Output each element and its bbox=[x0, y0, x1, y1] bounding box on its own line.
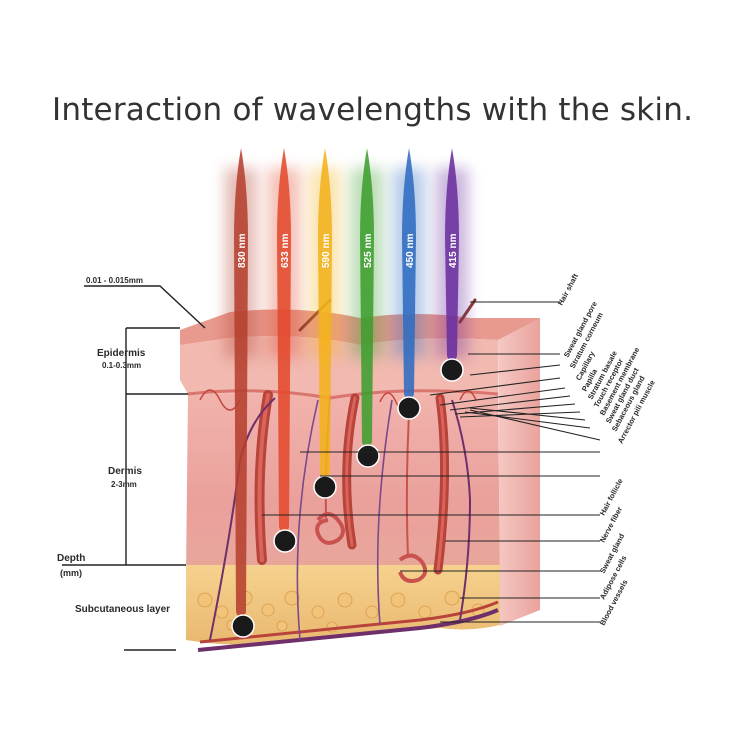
epidermis-label: Epidermis bbox=[97, 348, 146, 359]
beam-label: 830 nm bbox=[237, 233, 248, 268]
blood-vessels bbox=[197, 397, 499, 652]
diagram-title: Interaction of wavelengths with the skin… bbox=[52, 92, 694, 128]
depth-unit: (mm) bbox=[60, 568, 82, 578]
marker-633 bbox=[273, 529, 297, 553]
adipose-cells bbox=[197, 590, 485, 633]
right-label-0: Hair shaft bbox=[556, 272, 580, 307]
thickness-label: 0.01 - 0.015mm bbox=[86, 276, 143, 285]
beam-body bbox=[318, 148, 332, 480]
beam-label: 415 nm bbox=[448, 233, 459, 268]
beam-1: 633 nm bbox=[268, 148, 300, 534]
marker-590 bbox=[313, 475, 337, 499]
penetration-markers bbox=[231, 358, 464, 638]
marker-415 bbox=[440, 358, 464, 382]
left-dimension-lines bbox=[62, 285, 206, 651]
marker-830 bbox=[231, 614, 255, 638]
wavelength-beams: 830 nm 633 nm 590 nm 525 nm 450 nm 415 nm bbox=[225, 148, 468, 619]
beam-0: 830 nm bbox=[225, 148, 257, 619]
beam-body bbox=[277, 148, 291, 534]
right-leader-lines bbox=[262, 301, 601, 623]
beam-body bbox=[234, 148, 248, 619]
marker-450 bbox=[397, 396, 421, 420]
dermis-label: Dermis bbox=[108, 466, 142, 477]
marker-525 bbox=[356, 444, 380, 468]
dermis-range: 2-3mm bbox=[111, 480, 137, 489]
beam-label: 525 nm bbox=[363, 233, 374, 268]
beam-label: 590 nm bbox=[321, 233, 332, 268]
subcutaneous-label: Subcutaneous layer bbox=[75, 604, 171, 615]
beam-body bbox=[445, 148, 459, 363]
beam-3: 525 nm bbox=[351, 148, 383, 449]
beam-label: 633 nm bbox=[280, 233, 291, 268]
skin-side-face bbox=[498, 318, 540, 626]
beam-body bbox=[360, 148, 374, 449]
hair-follicles bbox=[254, 298, 477, 575]
beam-body bbox=[402, 148, 416, 401]
beam-5: 415 nm bbox=[436, 148, 468, 363]
beam-4: 450 nm bbox=[393, 148, 425, 401]
beam-2: 590 nm bbox=[309, 148, 341, 480]
depth-label: Depth bbox=[57, 553, 86, 564]
epidermis-range: 0.1-0.3mm bbox=[102, 361, 142, 370]
beam-label: 450 nm bbox=[405, 233, 416, 268]
